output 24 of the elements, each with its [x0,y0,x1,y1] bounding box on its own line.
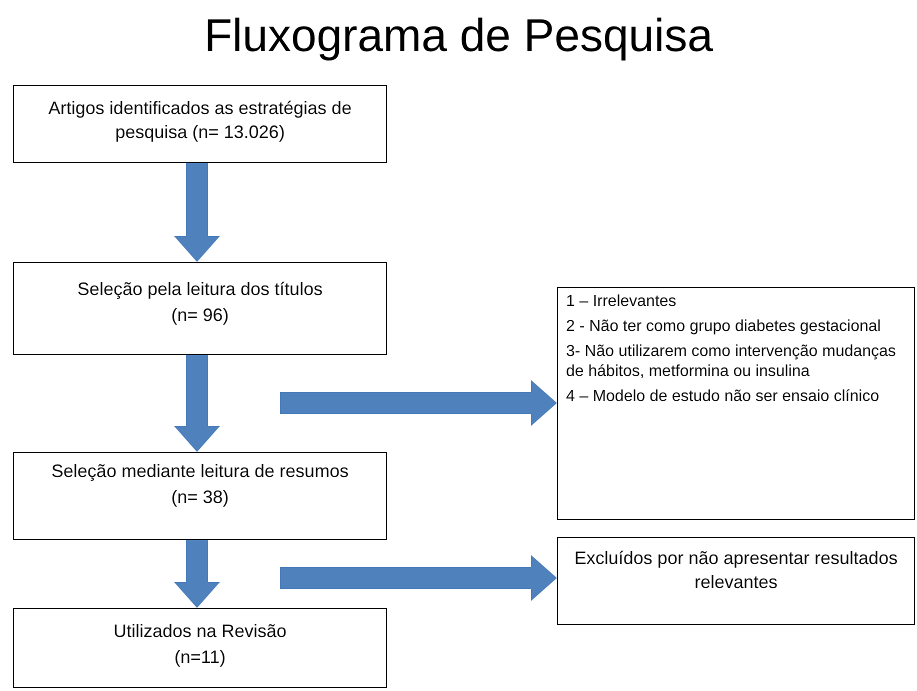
process-box [13,608,387,688]
node-text: Excluídos por não apresentar resultados relevantes [573,547,899,594]
criterion-text: 3- Não utilizarem como intervenção mudanças de hábitos, metformina ou insulina [566,342,897,382]
node-text: Seleção mediante leitura de resumos [51,460,349,483]
node-text: Seleção pela leitura dos títulos [77,278,323,301]
process-box [13,452,387,540]
block-arrow [280,555,557,601]
count-text: (n= 96) [171,304,229,328]
diagram-title: Fluxograma de Pesquisa [203,8,714,62]
criterion-text: 2 - Não ter como grupo diabetes gestacional [566,316,881,337]
count-text: (n=11) [174,646,226,670]
block-arrow [174,540,220,608]
block-arrow [280,380,557,426]
block-arrow [174,163,220,262]
count-text: (n= 38) [171,486,229,510]
process-box [557,537,915,625]
node-text: Artigos identificados as estratégias de pesquisa (n= 13.026) [47,97,353,144]
criterion-text: 1 – Irrelevantes [566,292,676,312]
exclusion-criteria-box [557,287,915,520]
block-arrow [174,355,220,452]
criterion-text: 4 – Modelo de estudo não ser ensaio clínico [566,387,880,408]
node-text: Utilizados na Revisão [113,620,287,643]
process-box [13,85,387,163]
process-box [13,262,387,355]
